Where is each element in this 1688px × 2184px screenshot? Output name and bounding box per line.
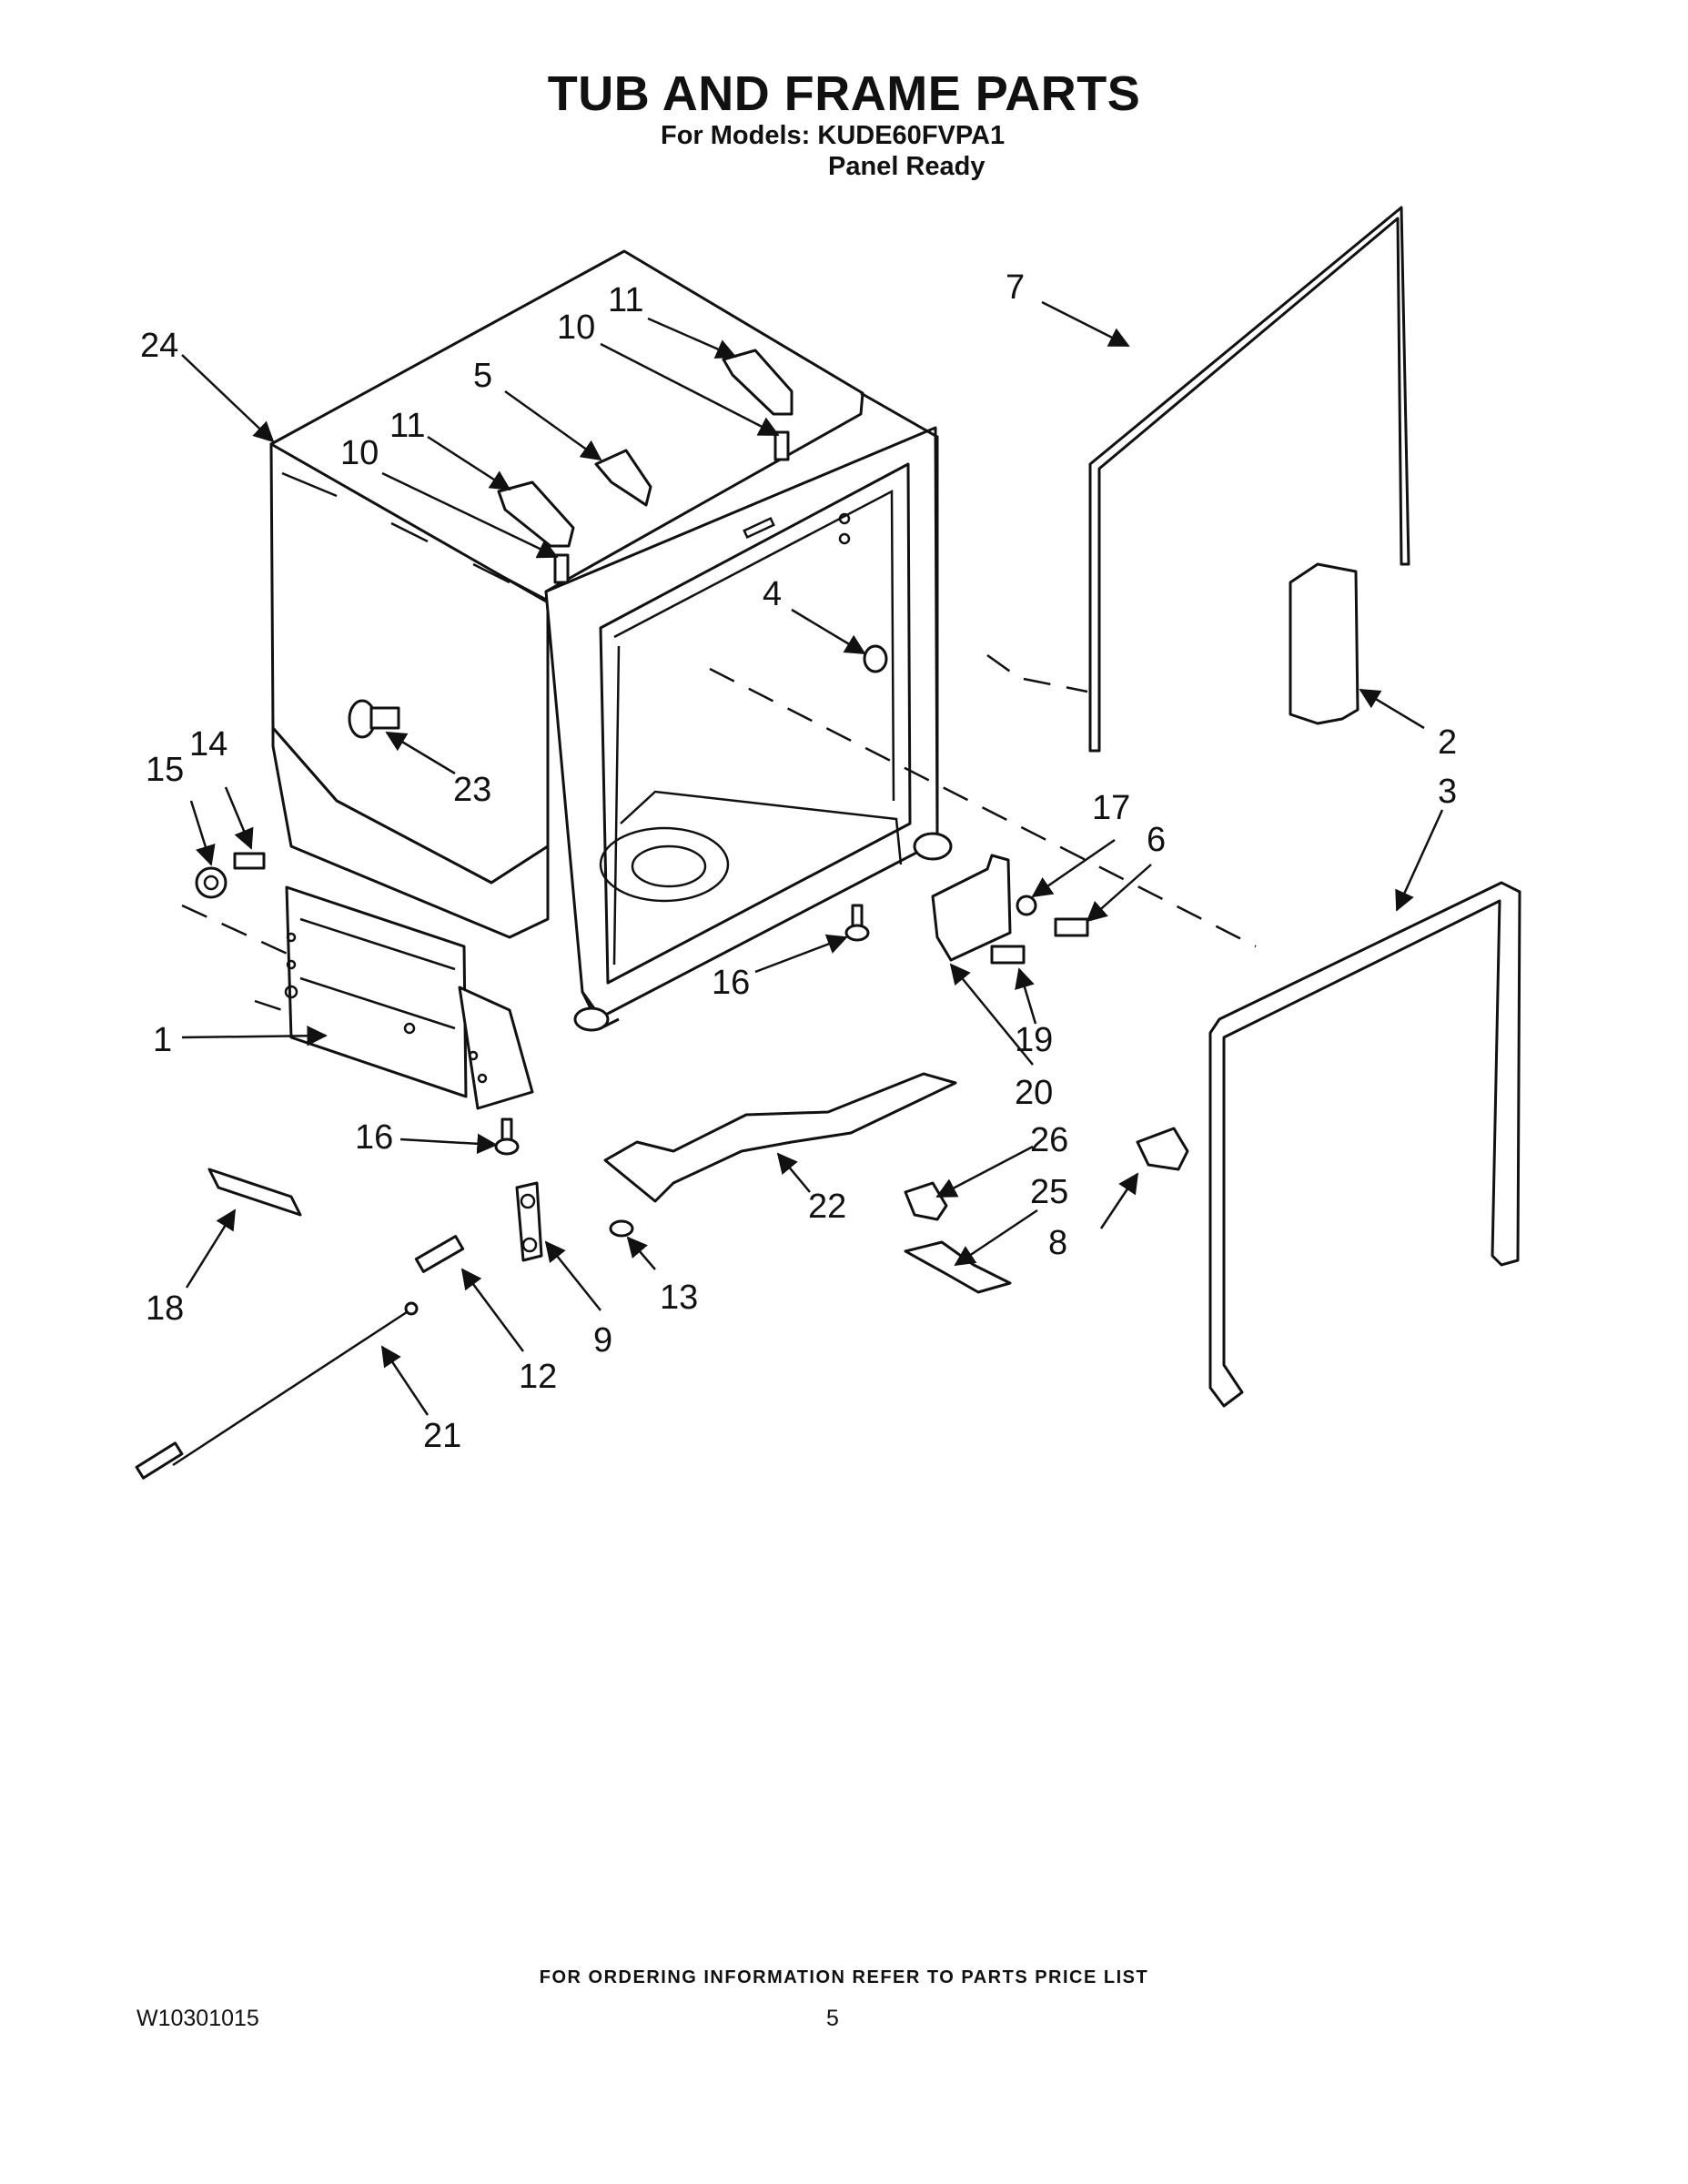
callout-10-top: 10 <box>557 308 595 347</box>
screw-part-19 <box>990 945 1026 965</box>
document-id: W10301015 <box>136 2006 259 2031</box>
clip-part-26 <box>904 1181 948 1221</box>
bracket-part-11-left <box>497 480 575 548</box>
guide-line <box>254 999 283 1012</box>
cable-part-21 <box>135 1301 419 1480</box>
tub-assembly <box>269 249 953 1110</box>
guide-line <box>181 904 292 957</box>
callout-14: 14 <box>189 725 227 763</box>
bracket-part-25 <box>904 1240 1012 1294</box>
screw-part-12 <box>414 1235 465 1273</box>
callout-18: 18 <box>146 1289 184 1328</box>
callout-11-left: 11 <box>389 407 425 445</box>
page-title: TUB AND FRAME PARTS <box>547 66 1141 121</box>
screw-part-10-right <box>773 430 790 461</box>
hinge-part-8 <box>1136 1127 1189 1171</box>
fastener-part-23 <box>348 699 400 739</box>
callout-16-upper: 16 <box>712 964 750 1002</box>
callout-5: 5 <box>473 357 492 395</box>
callout-20: 20 <box>1015 1074 1053 1112</box>
screw-part-14 <box>233 852 266 870</box>
callout-10-left: 10 <box>340 434 379 472</box>
callout-15: 15 <box>146 751 184 789</box>
page-number: 5 <box>826 2006 839 2031</box>
models-line: For Models: KUDE60FVPA1 <box>661 121 1006 150</box>
washer-part-17 <box>1016 895 1037 916</box>
callout-16-lower: 16 <box>355 1118 393 1157</box>
guide-line <box>709 667 1257 948</box>
screw-part-6 <box>1054 917 1089 937</box>
callout-19: 19 <box>1015 1021 1053 1059</box>
foot-part-13 <box>609 1219 634 1238</box>
callout-26: 26 <box>1030 1121 1068 1159</box>
callout-7: 7 <box>1006 268 1025 307</box>
callout-23: 23 <box>453 771 491 809</box>
screw-part-10-left <box>553 553 570 584</box>
variant-line: Panel Ready <box>828 152 986 181</box>
guide-line <box>986 653 1088 693</box>
ordering-note: FOR ORDERING INFORMATION REFER TO PARTS … <box>539 1967 1149 1987</box>
door-gasket-part-3 <box>1208 881 1521 1408</box>
bracket-part-20 <box>931 854 1012 962</box>
bracket-part-5 <box>594 449 652 507</box>
callout-24: 24 <box>140 327 178 365</box>
gasket-part-2 <box>1289 562 1359 725</box>
callout-6: 6 <box>1147 821 1166 859</box>
callout-2: 2 <box>1438 723 1457 762</box>
callout-8: 8 <box>1048 1224 1067 1262</box>
leveling-leg-part-16-upper <box>844 904 870 942</box>
callout-4: 4 <box>763 575 782 613</box>
callout-21: 21 <box>423 1417 461 1455</box>
spring-part-18 <box>207 1168 302 1217</box>
callout-22: 22 <box>808 1188 846 1226</box>
callout-3: 3 <box>1438 773 1457 811</box>
seal-part-7 <box>1088 206 1410 753</box>
callout-12: 12 <box>519 1358 557 1396</box>
callout-13: 13 <box>660 1279 698 1317</box>
callout-9: 9 <box>593 1321 612 1360</box>
bracket-part-11-right <box>722 349 793 416</box>
base-plate-part-22 <box>603 1072 957 1203</box>
callout-1: 1 <box>153 1021 172 1059</box>
plug-part-4 <box>863 644 888 673</box>
callout-17: 17 <box>1092 789 1130 827</box>
callout-11-top: 11 <box>608 281 643 319</box>
leveling-leg-part-16-lower <box>494 1117 520 1156</box>
foot-part-15 <box>195 866 227 899</box>
callout-25: 25 <box>1030 1173 1068 1211</box>
